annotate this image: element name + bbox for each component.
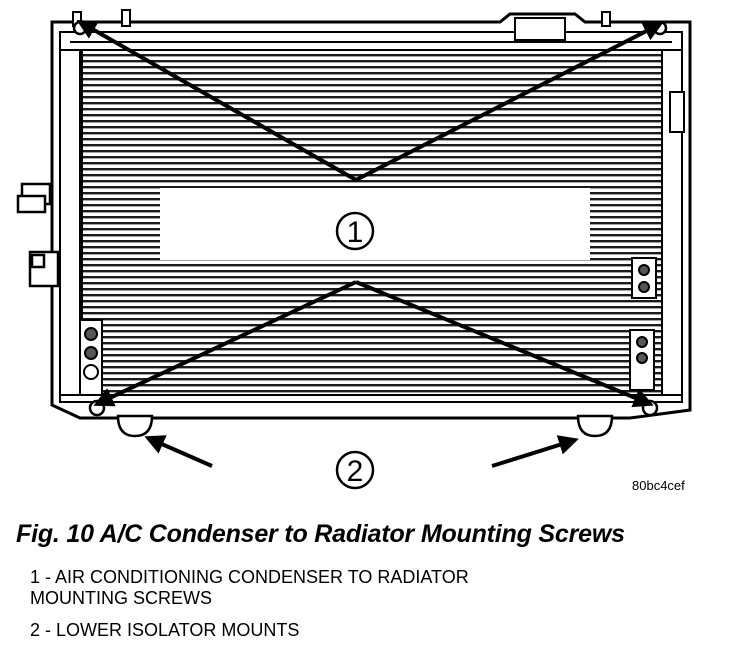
legend-item-1: 1 - AIR CONDITIONING CONDENSER TO RADIAT…: [30, 567, 469, 609]
bracket-left: [79, 319, 103, 396]
figure-code: 80bc4cef: [632, 478, 685, 493]
callout-1: 1: [335, 211, 375, 251]
legend-item-2-line-1: 2 - LOWER ISOLATOR MOUNTS: [30, 620, 300, 640]
callout-2: 2: [335, 450, 375, 490]
figure-caption: Fig. 10 A/C Condenser to Radiator Mounti…: [16, 520, 625, 548]
callout-1-number: 1: [347, 216, 364, 249]
top-posts: [72, 9, 611, 41]
side-tanks: [59, 49, 685, 396]
left-fittings: [16, 182, 60, 288]
isolator-mounts: [116, 414, 614, 438]
legend-item-2: 2 - LOWER ISOLATOR MOUNTS: [30, 620, 299, 641]
legend-item-1-line-2: MOUNTING SCREWS: [30, 588, 212, 608]
callout-1-arrows: [76, 20, 664, 408]
callout-2-arrows: [144, 435, 579, 468]
bracket-right-lower: [629, 329, 655, 391]
core-label-band: [160, 188, 590, 260]
callout-2-number: 2: [347, 455, 364, 488]
bracket-right-upper: [631, 257, 657, 299]
condenser-diagram: 1 2: [16, 9, 692, 490]
legend-item-1-line-1: 1 - AIR CONDITIONING CONDENSER TO RADIAT…: [30, 567, 469, 587]
